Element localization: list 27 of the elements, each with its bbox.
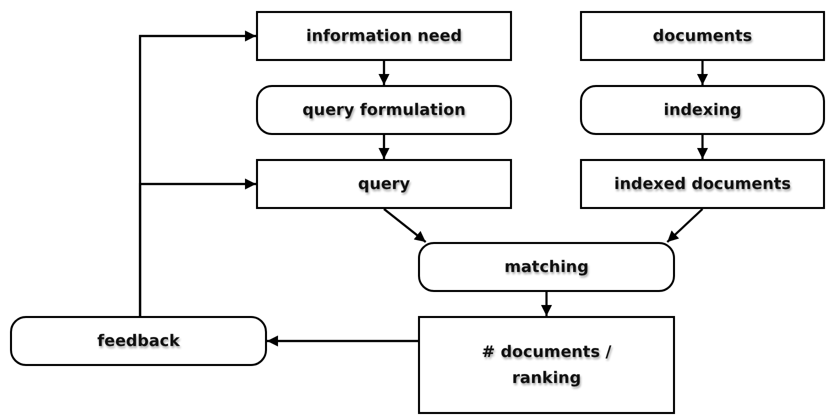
node-label: # documents / ranking xyxy=(480,341,612,389)
process-box xyxy=(580,11,825,61)
process-box xyxy=(418,316,675,414)
process-step xyxy=(418,242,675,292)
process-step xyxy=(10,316,267,366)
arrow xyxy=(666,208,704,243)
node-label: documents xyxy=(652,25,752,48)
node-label: indexing xyxy=(664,99,742,122)
arrow xyxy=(697,61,708,85)
node-label: indexed documents xyxy=(614,173,791,196)
process-box xyxy=(256,159,512,209)
process-box xyxy=(256,11,512,61)
node-label: feedback xyxy=(97,330,180,352)
arrow xyxy=(378,135,390,159)
arrow xyxy=(383,208,426,243)
node-label: query formulation xyxy=(302,99,466,122)
process-step xyxy=(256,85,512,135)
node-label: query xyxy=(358,173,410,196)
arrow xyxy=(378,61,390,85)
process-step xyxy=(580,85,825,135)
arrow xyxy=(138,178,256,316)
process-box xyxy=(580,159,825,209)
arrow xyxy=(697,135,708,159)
node-label: matching xyxy=(504,256,589,278)
arrow xyxy=(541,292,552,316)
node-label: information need xyxy=(306,25,462,48)
arrow xyxy=(267,336,418,346)
